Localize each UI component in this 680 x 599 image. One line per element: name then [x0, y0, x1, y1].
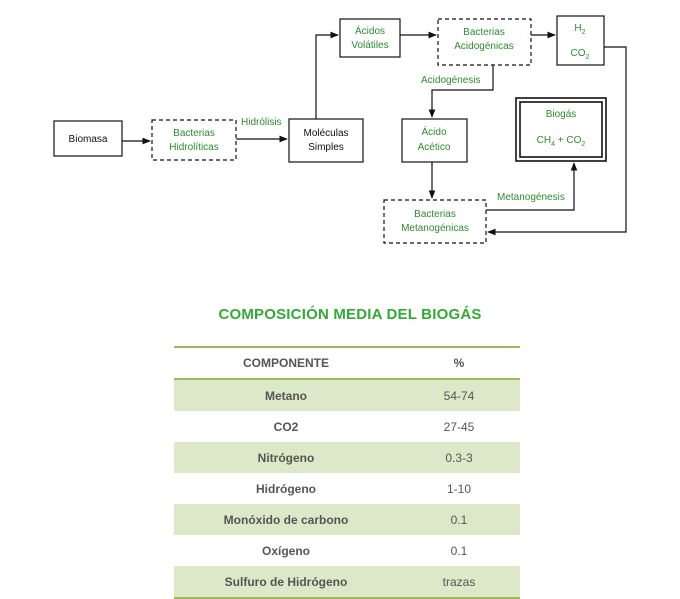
- node-metanogenicas-line1: Bacterias: [414, 209, 456, 220]
- node-biogas-formula: CH4 + CO2: [537, 135, 586, 148]
- table-row: Nitrógeno 0.3-3: [174, 442, 520, 473]
- node-bacterias-hidroliticas-line1: Bacterias: [173, 128, 215, 139]
- node-bacterias-hidroliticas-line2: Hidrolíticas: [169, 142, 218, 153]
- anaerobic-digestion-diagram: Hidrólisis Acidogénesis Metanogénesis Bi…: [53, 15, 627, 244]
- edge-label-acidogenesis: Acidogénesis: [421, 75, 480, 86]
- node-biogas: Biogás CH4 + CO2: [515, 97, 607, 162]
- node-moleculas-line1: Moléculas: [303, 128, 348, 139]
- row-percent: 0.3-3: [398, 442, 520, 473]
- header-percent: %: [398, 346, 520, 380]
- row-percent: 27-45: [443, 419, 475, 434]
- row-component: CO2: [273, 419, 299, 434]
- row-percent: 54-74: [398, 379, 520, 411]
- row-component: Hidrógeno: [256, 481, 316, 496]
- arrow-h2-co2-to-metanogenicas: [487, 46, 627, 236]
- node-biomasa: Biomasa: [53, 120, 123, 157]
- table-row: Oxígeno 0.1: [174, 535, 520, 566]
- node-bacterias-acidogenicas: Bacterias Acidogénicas: [437, 18, 532, 66]
- row-component: Sulfuro de Hidrógeno: [174, 566, 398, 599]
- edge-label-metanogenesis: Metanogénesis: [497, 192, 565, 203]
- node-h2-co2: H2 CO2: [556, 15, 605, 66]
- arrow-moleculas-to-acidos: [315, 31, 339, 119]
- row-percent: 0.1: [450, 543, 468, 558]
- node-acido-acetico: Ácido Acético: [401, 118, 468, 163]
- row-component: Oxígeno: [261, 543, 310, 558]
- diagram-connectors: [122, 31, 627, 236]
- table-row: CO2 27-45: [174, 411, 520, 442]
- node-bacterias-metanogenicas: Bacterias Metanogénicas: [383, 199, 487, 244]
- row-component: Nitrógeno: [174, 442, 398, 473]
- row-component: Metano: [174, 379, 398, 411]
- node-acidogenicas-line1: Bacterias: [463, 27, 505, 38]
- node-acidos-line2: Volátiles: [351, 40, 388, 51]
- arrow-metanogenesis: [486, 162, 578, 211]
- node-moleculas-simples: Moléculas Simples: [288, 118, 364, 163]
- node-acidos-line1: Ácidos: [355, 24, 385, 37]
- node-moleculas-line2: Simples: [308, 142, 344, 153]
- node-acido-line1: Ácido: [421, 125, 446, 138]
- node-biomasa-label: Biomasa: [69, 134, 108, 145]
- node-acidogenicas-line2: Acidogénicas: [454, 41, 513, 52]
- table-row: Metano 54-74: [174, 379, 520, 411]
- node-co2-label: CO2: [571, 48, 590, 61]
- node-h2-label: H2: [574, 23, 585, 36]
- header-componente: COMPONENTE: [174, 346, 398, 380]
- biogas-composition-table: COMPONENTE % Metano 54-74 CO2 27-45 Nitr…: [174, 346, 520, 599]
- table-row: Monóxido de carbono 0.1: [174, 504, 520, 535]
- table-title: COMPOSICIÓN MEDIA DEL BIOGÁS: [218, 306, 482, 323]
- node-acido-line2: Acético: [418, 142, 451, 153]
- table-row: Sulfuro de Hidrógeno trazas: [174, 566, 520, 599]
- arrow-acidogenesis: [428, 65, 494, 118]
- node-metanogenicas-line2: Metanogénicas: [401, 223, 469, 234]
- row-percent: 1-10: [446, 481, 472, 496]
- row-percent: 0.1: [398, 504, 520, 535]
- node-acidos-volatiles: Ácidos Volátiles: [339, 18, 401, 58]
- node-bacterias-hidroliticas: Bacterias Hidrolíticas: [151, 119, 237, 161]
- row-percent: trazas: [398, 566, 520, 599]
- node-biogas-title: Biogás: [546, 109, 577, 120]
- table-header-row: COMPONENTE %: [174, 346, 520, 380]
- edge-label-hidrolisis: Hidrólisis: [241, 117, 282, 128]
- table-row: Hidrógeno 1-10: [174, 473, 520, 504]
- row-component: Monóxido de carbono: [174, 504, 398, 535]
